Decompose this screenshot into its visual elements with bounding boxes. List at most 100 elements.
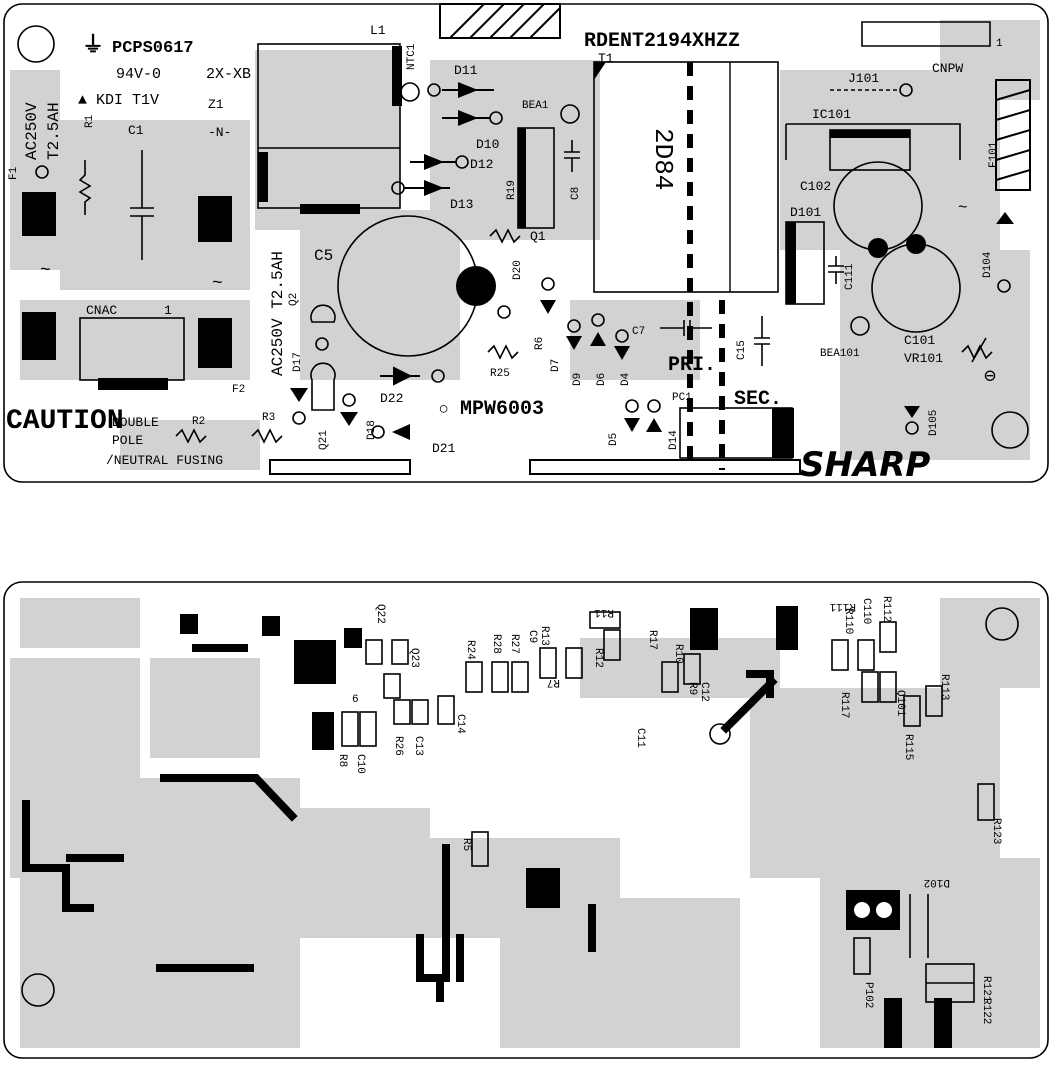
diode-d17 — [290, 388, 308, 402]
c15-label: C15 — [736, 340, 748, 360]
r3-label: R3 — [262, 412, 275, 424]
transformer-code: 2D84 — [648, 128, 678, 190]
r7-label: R7 — [547, 676, 560, 688]
pad-large-left — [294, 640, 336, 684]
z1-symbol-icon: -N- — [208, 125, 231, 140]
component-side-board: ⏚ PCPS0617 94V-0 2X-XB ▲ KDI T1V RDENT21… — [0, 0, 1052, 490]
diode-d22 — [380, 366, 420, 386]
svg-text:F2: F2 — [232, 384, 245, 396]
bea101-bead — [850, 316, 870, 336]
diode-d9: D9 — [566, 319, 584, 386]
q23-label: Q23 — [408, 648, 420, 668]
bottom-mounting-hole-right — [985, 607, 1019, 641]
diode-d12: D12 — [410, 154, 493, 172]
d105-label: D105 — [928, 410, 940, 436]
bea1-label: BEA1 — [522, 100, 549, 112]
diode-d4: D4 — [614, 329, 632, 386]
pc1-label: PC1 — [672, 392, 692, 404]
diode-d18 — [340, 412, 358, 426]
c10-label: C10 — [354, 754, 366, 774]
d17-pad — [292, 411, 306, 425]
r6-pad — [541, 277, 555, 291]
mounting-hole-bottom-right — [991, 411, 1029, 449]
diode-d13: D13 — [391, 180, 473, 212]
r28-label: R28 — [490, 634, 502, 654]
d5-pad — [625, 399, 639, 413]
c111-capacitor — [828, 256, 844, 284]
r19-label: R19 — [506, 180, 518, 200]
r110-label: R110 — [842, 608, 854, 634]
diode-d21 — [392, 424, 410, 440]
z1-label: Z1 — [208, 97, 224, 112]
r3-resistor — [251, 428, 283, 444]
transformer-t1: T1 2D84 — [593, 51, 779, 293]
pad-l6 — [312, 712, 334, 750]
r26-label: R26 — [392, 736, 404, 756]
r121-label: R121 — [980, 976, 992, 1003]
d102-label: D102 — [924, 876, 950, 888]
diode-d14 — [646, 418, 662, 432]
c8-label: C8 — [570, 187, 582, 200]
diode-d10: D10 — [442, 110, 503, 152]
r25-label: R25 — [490, 368, 510, 380]
diode-d104 — [996, 212, 1014, 224]
pad-p102 — [884, 998, 902, 1048]
pad-r10-area — [690, 608, 718, 650]
model-code-label: 2X-XB — [206, 66, 251, 83]
svg-text:CNAC: CNAC — [86, 303, 117, 318]
svg-text:1: 1 — [996, 38, 1003, 50]
caution-label: CAUTION — [6, 406, 124, 437]
d14-label: D14 — [668, 430, 680, 450]
q22-label: Q22 — [374, 604, 386, 624]
r2-resistor — [175, 428, 207, 444]
r112-label: R112 — [880, 596, 892, 622]
fuse-rating-2: AC250V T2.5AH — [269, 251, 287, 376]
r113-label: R113 — [938, 674, 950, 700]
svg-text:F1: F1 — [8, 166, 20, 180]
diode-d6: D6 — [590, 313, 608, 386]
d104-pad — [997, 279, 1011, 293]
bottom-labels: Q22 Q23 R24 R28 R27 C9 R13 R11 R12 R17 R… — [336, 596, 1002, 1024]
connector-cnac: CNAC 1 — [79, 303, 185, 390]
r2-label: R2 — [192, 416, 205, 428]
d7-label: D7 — [550, 359, 562, 372]
fuse-f2: ~ F2 AC250V T2.5AH — [198, 196, 287, 396]
fuse-rating-1b: T2.5AH — [45, 102, 63, 160]
r12-label: R12 — [592, 648, 604, 668]
svg-text:D4: D4 — [620, 372, 632, 386]
svg-text:D10: D10 — [476, 137, 499, 152]
svg-text:C102: C102 — [800, 179, 831, 194]
ac-wave-icon: ~ — [40, 261, 51, 281]
d102-hole — [876, 902, 892, 918]
warning-triangle-icon: ▲ — [78, 92, 87, 109]
d22-label: D22 — [380, 391, 403, 406]
c111-label: C111 — [844, 263, 856, 290]
c11-label: C11 — [634, 728, 646, 748]
svg-text:D11: D11 — [454, 63, 478, 78]
svg-text:D9: D9 — [572, 373, 584, 386]
screw-icon: ⊖ — [984, 366, 996, 389]
via-large — [709, 723, 731, 745]
pad-a — [180, 614, 198, 634]
capacitor-c102: C102 — [800, 161, 923, 258]
d22-pad — [431, 369, 445, 383]
q21-label: Q21 — [318, 430, 330, 450]
r25-resistor — [487, 344, 519, 360]
double-label: DOUBLE — [112, 415, 159, 430]
part-number-label: PCPS0617 — [112, 39, 194, 58]
d14-pad — [647, 399, 661, 413]
maker-label: KDI T1V — [96, 92, 159, 109]
c7-label: C7 — [632, 326, 645, 338]
bea1-bead — [560, 104, 580, 124]
diode-d5 — [624, 418, 640, 432]
svg-text:T1: T1 — [598, 51, 614, 66]
vr101-label: VR101 — [904, 351, 943, 366]
r9-label: R9 — [686, 682, 698, 695]
pad-r111-area — [776, 606, 798, 650]
solder-side-svg: Q22 Q23 R24 R28 R27 C9 R13 R11 R12 R17 R… — [3, 581, 1049, 1059]
pad-center — [526, 868, 560, 908]
fuse-f1-lower-pad — [22, 312, 56, 360]
ground-symbol-icon: ⏚ — [82, 34, 104, 59]
bottom-copper-fills — [10, 598, 1040, 1048]
r117-label: R117 — [838, 692, 850, 718]
